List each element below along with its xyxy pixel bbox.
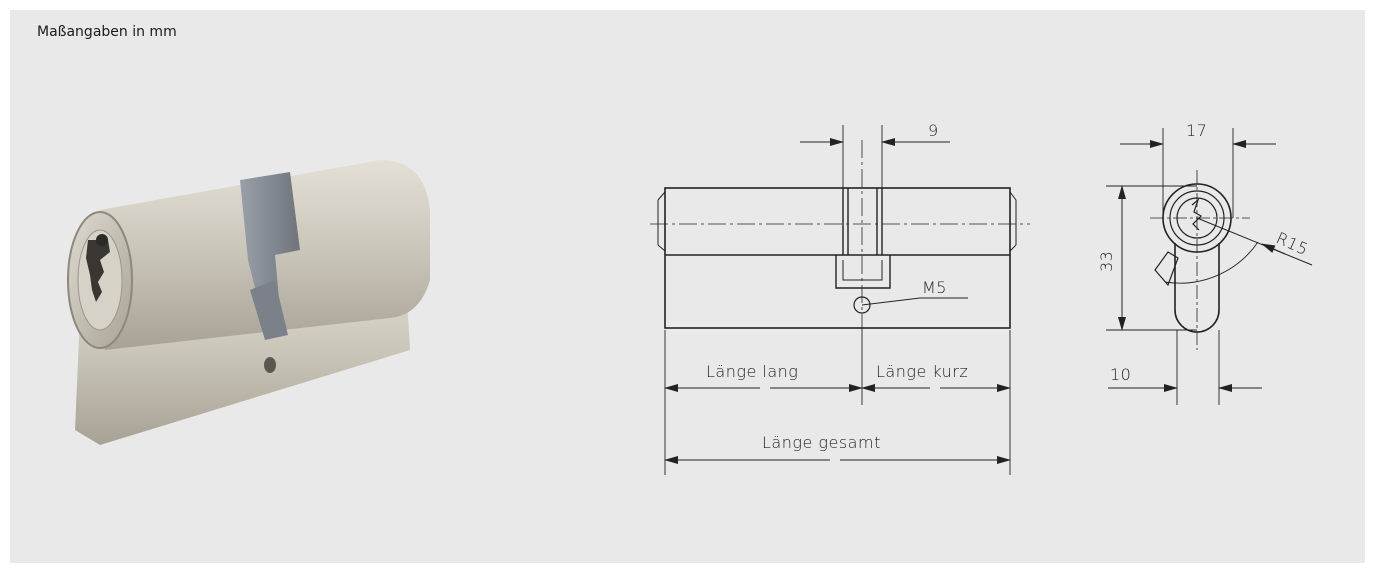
lock-cylinder-photo [67,160,430,445]
unit-caption: Maßangaben in mm [37,24,177,40]
dim-label-length-short: Länge kurz [876,362,968,381]
dim-label-17: 17 [1186,121,1207,140]
dim-label-m5: M5 [922,278,947,297]
dim-label-33: 33 [1097,251,1116,272]
dim-label-r15: R15 [1273,228,1311,259]
dim-label-length-total: Länge gesamt [762,433,881,452]
front-view [650,125,1030,475]
dim-label-10: 10 [1110,365,1131,384]
dim-label-length-long: Länge lang [706,362,798,381]
side-view [1106,128,1313,405]
dim-label-9: 9 [928,121,939,140]
